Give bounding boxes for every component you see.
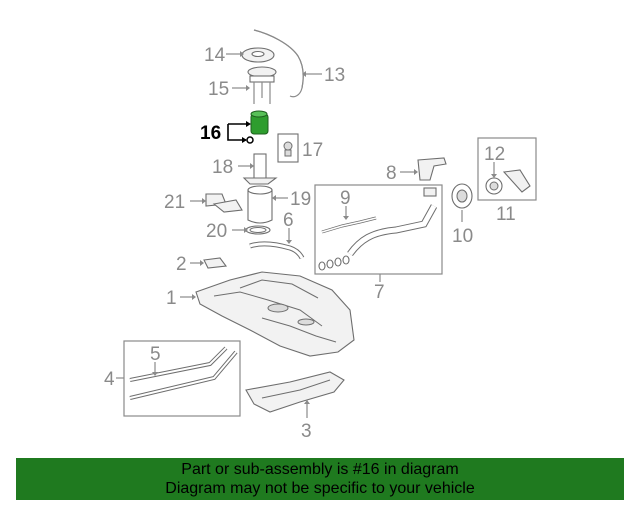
part-20-oring: [232, 225, 271, 235]
parts-diagram: 14 13 15 16 17: [104, 29, 537, 442]
label-12: 12: [484, 144, 505, 165]
label-13: 13: [324, 65, 345, 86]
label-8: 8: [386, 163, 397, 184]
label-7: 7: [374, 282, 385, 303]
label-9: 9: [340, 188, 351, 209]
label-11: 11: [496, 204, 516, 225]
label-2: 2: [176, 254, 187, 275]
part-19-housing: [247, 185, 288, 224]
label-18: 18: [212, 157, 233, 178]
label-21: 21: [164, 192, 185, 213]
part-21-clamp: [190, 193, 243, 213]
label-14: 14: [204, 45, 226, 66]
part-1-tank: [180, 271, 355, 357]
label-20: 20: [206, 221, 227, 242]
part-18-pump: [238, 153, 278, 185]
label-1: 1: [166, 288, 177, 309]
label-3: 3: [301, 421, 312, 442]
part-6-hose: [249, 228, 305, 260]
part-14-cover: [226, 47, 275, 63]
banner-line-1: Part or sub-assembly is #16 in diagram: [181, 461, 459, 478]
label-17: 17: [302, 140, 323, 161]
label-6: 6: [283, 210, 294, 231]
part-15-bracket: [232, 66, 277, 104]
part-info-banner: Part or sub-assembly is #16 in diagram D…: [16, 458, 624, 500]
part-11-cap-box: [477, 137, 537, 201]
part-17-sender: [277, 133, 299, 163]
part-4-straps: [116, 340, 241, 417]
label-15: 15: [208, 79, 229, 100]
label-16: 16: [200, 123, 221, 144]
label-10: 10: [452, 226, 473, 247]
part-7-filler-box: [314, 184, 443, 282]
part-8-bracket: [400, 157, 447, 181]
part-2-pad: [190, 257, 228, 269]
label-5: 5: [150, 344, 161, 365]
label-4: 4: [104, 369, 115, 390]
part-10-neck: [451, 183, 473, 222]
part-3-protector: [245, 371, 345, 418]
label-19: 19: [290, 189, 311, 210]
banner-line-2: Diagram may not be specific to your vehi…: [165, 480, 475, 497]
part-16-filter: [227, 110, 269, 144]
part-13-tube: [253, 29, 322, 98]
